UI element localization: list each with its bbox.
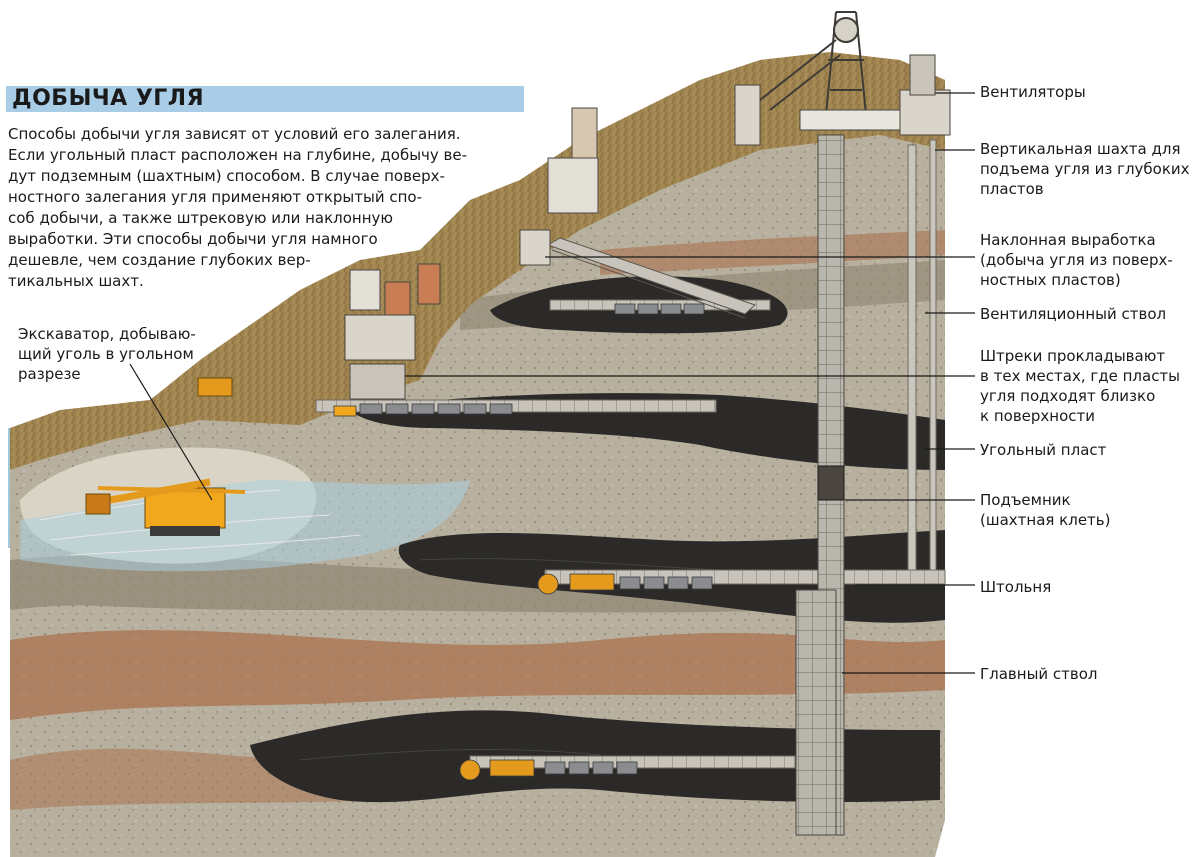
label-coal-seam: Угольный пласт [980,440,1106,460]
label-line: (шахтная клеть) [980,511,1111,529]
label-line: Вентиляционный ствол [980,305,1167,323]
label-line: Экскаватор, добываю- [18,325,196,343]
label-line: Угольный пласт [980,441,1107,459]
label-line: Наклонная выработка [980,231,1156,249]
label-line: разрезе [18,365,81,383]
label-line: (добыча угля из поверх- [980,251,1173,269]
intro-text: Способы добычи угля зависят от условий е… [8,124,508,292]
callout-lines [129,92,975,674]
intro-line: дешевле, чем создание глубоких вер- [8,251,311,269]
intro-line: соб добычи, а также штрековую или наклон… [8,209,394,227]
intro-line: Способы добычи угля зависят от условий е… [8,125,461,143]
label-line: угля подходят близко [980,387,1156,405]
label-excavator: Экскаватор, добываю- щий уголь в угольно… [18,324,196,384]
label-line: к поверхности [980,407,1095,425]
label-line: Штольня [980,578,1052,596]
label-vertical-shaft: Вертикальная шахта для подъема угля из г… [980,139,1190,199]
label-adit: Штольня [980,577,1051,597]
mine-cars-top [614,303,705,315]
title-bar [6,86,524,112]
lift-cage [817,465,845,501]
label-line: щий уголь в угольном [18,345,194,363]
surface-buildings [344,54,951,400]
excavator [85,478,246,536]
label-ventilators: Вентиляторы [980,82,1086,102]
label-line: ностных пластов) [980,271,1121,289]
intro-line: ностного залегания угля применяют открыт… [8,188,422,206]
label-line: пластов [980,180,1044,198]
rock-band-rust-3 [600,230,945,275]
label-cage: Подъемник (шахтная клеть) [980,490,1110,530]
label-drifts: Штреки прокладывают в тех местах, где пл… [980,346,1180,426]
dump-truck [197,377,233,397]
intro-line: Если угольный пласт расположен на глубин… [8,146,468,164]
mine-cars-lower [459,759,638,781]
rock-band-rust-1 [10,630,945,720]
intro-line: выработки. Эти способы добычи угля намно… [8,230,378,248]
label-line: Вертикальная шахта для [980,140,1181,158]
label-line: Главный ствол [980,665,1098,683]
label-inclined-working: Наклонная выработка (добыча угля из пове… [980,230,1173,290]
label-line: Вентиляторы [980,83,1086,101]
drift-top [549,299,771,311]
intro-line: дут подземным (шахтным) способом. В случ… [8,167,445,185]
mine-cars-adit [537,573,713,595]
page-title: ДОБЫЧА УГЛЯ [12,86,205,111]
intro-line: тикальных шахт. [8,272,144,290]
label-line: в тех местах, где пласты [980,367,1181,385]
headframe-tower [759,11,867,116]
label-ventilation-shaft: Вентиляционный ствол [980,304,1166,324]
label-line: Штреки прокладывают [980,347,1166,365]
label-main-shaft: Главный ствол [980,664,1098,684]
mine-cars-upper [333,403,513,417]
label-line: Подъемник [980,491,1071,509]
label-line: подъема угля из глубоких [980,160,1190,178]
ventilation-shaft [907,144,917,571]
